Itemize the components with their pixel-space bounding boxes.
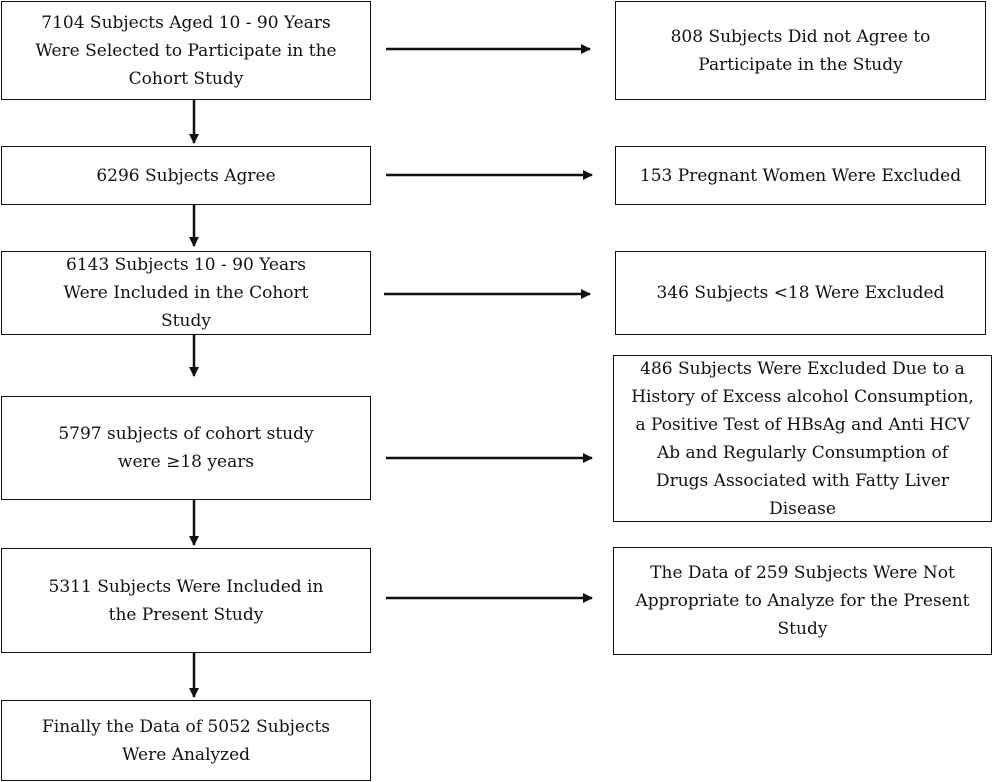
step-text-adults: 5797 subjects of cohort study were ≥18 y…: [58, 424, 314, 472]
step-box-agree: 6296 Subjects Agree: [1, 146, 371, 205]
step-text-present-study: 5311 Subjects Were Included in the Prese…: [48, 576, 324, 625]
exclusion-text-inappropriate-data: The Data of 259 Subjects Were Not Approp…: [635, 563, 970, 639]
exclusion-box-not-agree: 808 Subjects Did not Agree to Participat…: [615, 1, 986, 100]
step-box-present-study: 5311 Subjects Were Included in the Prese…: [1, 548, 371, 653]
step-text-selected: 7104 Subjects Aged 10 - 90 Years Were Se…: [35, 12, 337, 89]
exclusion-box-inappropriate-data: The Data of 259 Subjects Were Not Approp…: [613, 547, 992, 655]
step-box-analyzed: Finally the Data of 5052 Subjects Were A…: [1, 700, 371, 781]
exclusion-text-pregnant: 153 Pregnant Women Were Excluded: [639, 165, 962, 186]
step-box-included-cohort: 6143 Subjects 10 - 90 Years Were Include…: [1, 251, 371, 335]
step-text-included-cohort: 6143 Subjects 10 - 90 Years Were Include…: [63, 255, 309, 331]
step-text-analyzed: Finally the Data of 5052 Subjects Were A…: [41, 716, 331, 765]
exclusion-box-pregnant: 153 Pregnant Women Were Excluded: [615, 146, 986, 205]
exclusion-text-under-18: 346 Subjects <18 Were Excluded: [656, 283, 945, 303]
exclusion-text-alcohol-hbv-hcv-drugs: 486 Subjects Were Excluded Due to a Hist…: [631, 358, 974, 519]
step-box-selected: 7104 Subjects Aged 10 - 90 Years Were Se…: [1, 1, 371, 100]
step-box-adults: 5797 subjects of cohort study were ≥18 y…: [1, 396, 371, 500]
exclusion-box-alcohol-hbv-hcv-drugs: 486 Subjects Were Excluded Due to a Hist…: [613, 355, 992, 522]
exclusion-text-not-agree: 808 Subjects Did not Agree to Participat…: [670, 26, 931, 75]
exclusion-box-under-18: 346 Subjects <18 Were Excluded: [615, 251, 986, 335]
step-text-agree: 6296 Subjects Agree: [96, 165, 276, 186]
